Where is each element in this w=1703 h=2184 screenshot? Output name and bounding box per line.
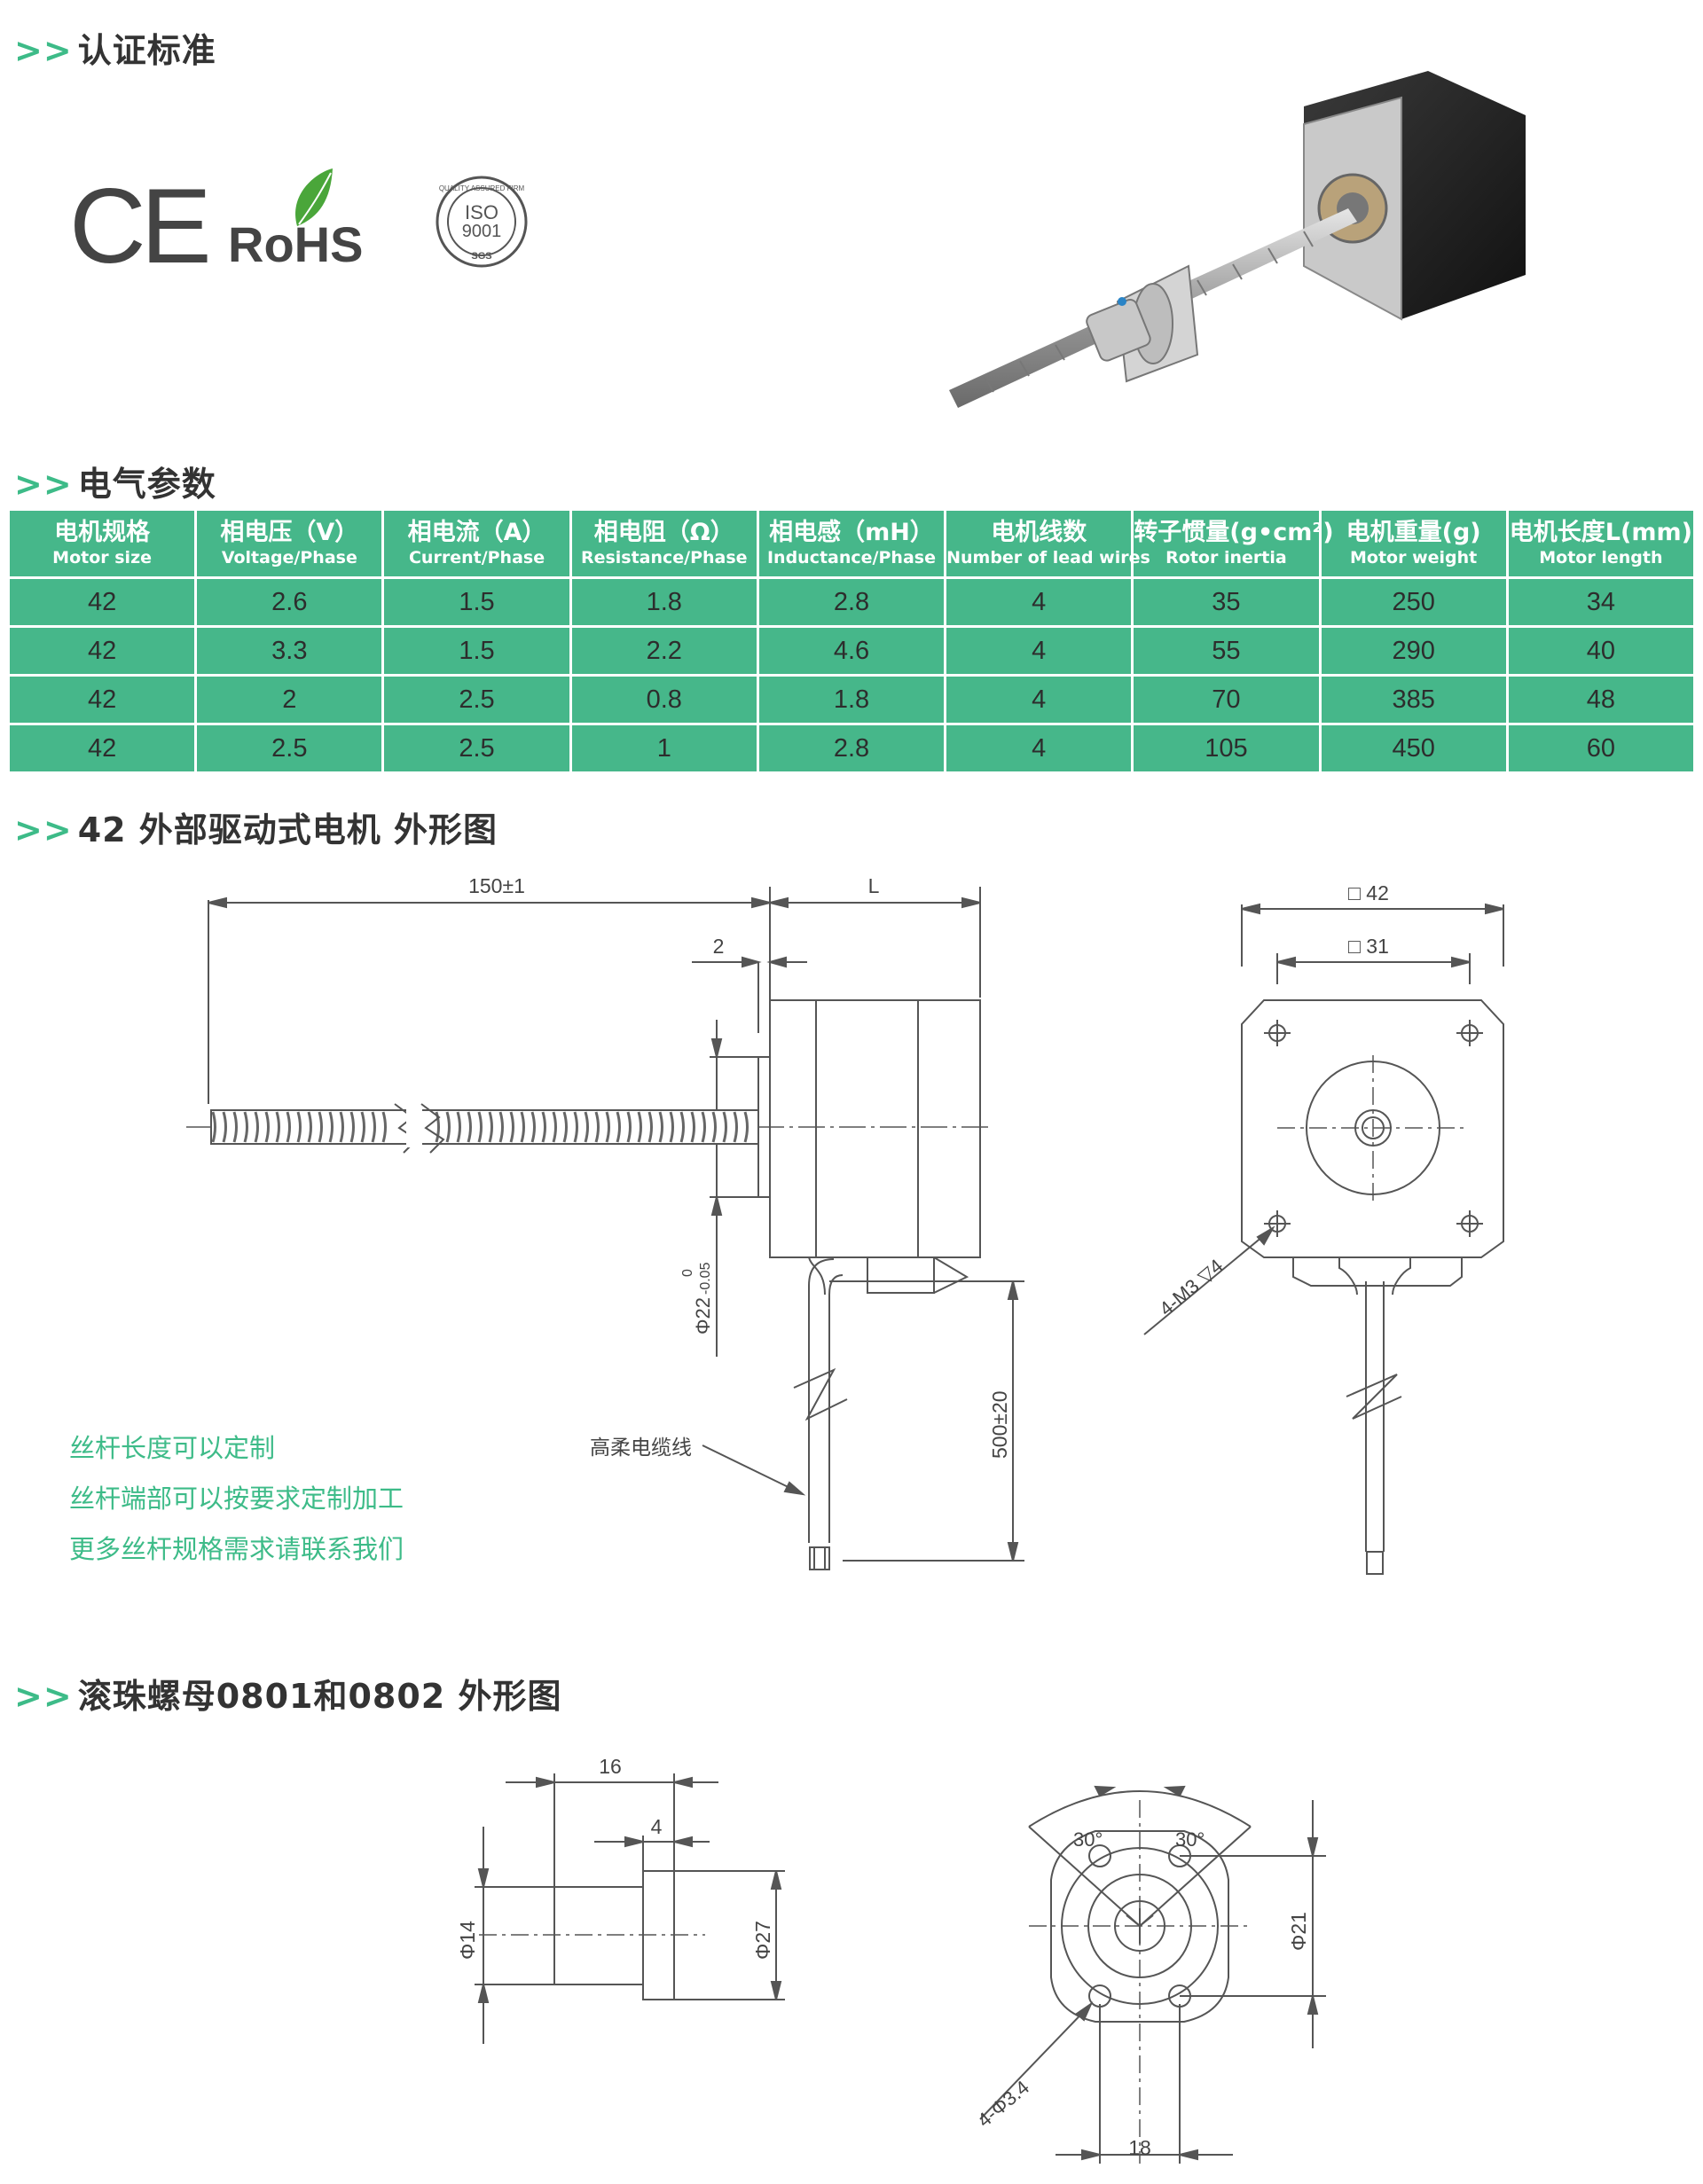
- table-header: 相电感（mH）Inductance/Phase: [756, 508, 947, 579]
- dim-4: 4: [651, 1815, 663, 1838]
- product-image-linear-stepper-motor: [931, 62, 1552, 429]
- table-cell: 70: [1131, 674, 1322, 725]
- table-cell: 3.3: [194, 625, 385, 677]
- table-cell: 4: [944, 723, 1134, 774]
- table-cell: 1.8: [756, 674, 947, 725]
- table-cell: 2: [194, 674, 385, 725]
- table-cell: 1.8: [569, 576, 759, 628]
- motor-outline-drawing: 150±1 L 2 Φ22 0 -0.05 500±20 高柔电缆线 □ 42 …: [186, 874, 1504, 1575]
- svg-text:RoHS: RoHS: [228, 216, 363, 270]
- dim-30-right: 30°: [1175, 1828, 1205, 1851]
- dim-phi27: Φ27: [751, 1921, 774, 1960]
- dim-phi14: Φ14: [456, 1921, 479, 1960]
- table-cell: 2.5: [381, 674, 572, 725]
- ce-logo: CE: [69, 167, 212, 286]
- dim-phi22-tol-bottom: -0.05: [698, 1262, 713, 1295]
- table-cell: 2.6: [194, 576, 385, 628]
- dim-16: 16: [599, 1755, 622, 1778]
- table-cell: 60: [1505, 723, 1697, 774]
- dim-2: 2: [713, 935, 725, 958]
- section-title-electrical: >>电气参数: [14, 465, 216, 504]
- customization-notes: 丝杆长度可以定制 丝杆端部可以按要求定制加工 更多丝杆规格需求请联系我们: [69, 1423, 404, 1575]
- table-cell: 290: [1318, 625, 1509, 677]
- dim-phi22: Φ22: [692, 1297, 714, 1335]
- table-cell: 2.5: [381, 723, 572, 774]
- table-cell: 42: [6, 674, 198, 725]
- note-line: 更多丝杆规格需求请联系我们: [69, 1534, 404, 1564]
- table-cell: 2.8: [756, 723, 947, 774]
- svg-text:9001: 9001: [462, 222, 502, 241]
- table-cell: 55: [1131, 625, 1322, 677]
- ball-nut-outline-drawing: 16 4 Φ14 Φ27 30° 30° Φ21 4-Φ3.4 18: [456, 1755, 1326, 2164]
- dim-150: 150±1: [468, 874, 525, 897]
- table-cell: 2.5: [194, 723, 385, 774]
- table-cell: 4: [944, 625, 1134, 677]
- section-title-nut-outline: >>滚珠螺母0801和0802 外形图: [14, 1677, 562, 1716]
- section-arrows: >>: [14, 31, 73, 70]
- dim-holes-phi3-4: 4-Φ3.4: [973, 2076, 1033, 2132]
- svg-text:QUALITY ASSURED FIRM: QUALITY ASSURED FIRM: [439, 184, 525, 192]
- dim-holes-m3: 4-M3 ▽4: [1155, 1255, 1227, 1320]
- rohs-logo: RoHS: [226, 164, 386, 274]
- table-cell: 35: [1131, 576, 1322, 628]
- table-cell: 1.5: [381, 625, 572, 677]
- dim-30-left: 30°: [1073, 1828, 1103, 1851]
- section-title-motor-outline: >>42 外部驱动式电机 外形图: [14, 810, 498, 849]
- dim-phi22-tol-top: 0: [680, 1269, 695, 1277]
- note-line: 丝杆端部可以按要求定制加工: [69, 1483, 404, 1514]
- table-cell: 2.2: [569, 625, 759, 677]
- table-header: 相电流（A）Current/Phase: [381, 508, 572, 579]
- dim-phi21: Φ21: [1287, 1912, 1310, 1951]
- table-cell: 42: [6, 576, 198, 628]
- cable-label: 高柔电缆线: [590, 1436, 692, 1459]
- table-header: 相电阻（Ω）Resistance/Phase: [569, 508, 759, 579]
- table-cell: 2.8: [756, 576, 947, 628]
- table-cell: 1.5: [381, 576, 572, 628]
- table-header: 电机长度L(mm)Motor length: [1505, 508, 1697, 579]
- table-cell: 4.6: [756, 625, 947, 677]
- svg-text:SGS: SGS: [471, 251, 491, 262]
- table-cell: 105: [1131, 723, 1322, 774]
- table-header: 相电压（V）Voltage/Phase: [194, 508, 385, 579]
- table-cell: 48: [1505, 674, 1697, 725]
- table-cell: 1: [569, 723, 759, 774]
- table-cell: 450: [1318, 723, 1509, 774]
- dim-18: 18: [1128, 2136, 1151, 2159]
- dim-500: 500±20: [988, 1390, 1011, 1459]
- table-cell: 0.8: [569, 674, 759, 725]
- table-cell: 4: [944, 674, 1134, 725]
- table-cell: 34: [1505, 576, 1697, 628]
- table-cell: 250: [1318, 576, 1509, 628]
- dim-square-31: □ 31: [1348, 935, 1389, 958]
- table-cell: 42: [6, 723, 198, 774]
- table-cell: 40: [1505, 625, 1697, 677]
- table-cell: 4: [944, 576, 1134, 628]
- note-line: 丝杆长度可以定制: [69, 1433, 276, 1463]
- iso-9001-seal: QUALITY ASSURED FIRM ISO 9001 SGS: [433, 173, 530, 274]
- table-cell: 385: [1318, 674, 1509, 725]
- table-header: 转子惯量(g•cm²)Rotor inertia: [1131, 508, 1334, 579]
- svg-text:ISO: ISO: [465, 201, 498, 223]
- dim-L: L: [868, 874, 880, 897]
- table-header: 电机重量(g)Motor weight: [1318, 508, 1509, 579]
- dim-square-42: □ 42: [1348, 881, 1389, 904]
- section-title-certification: >>认证标准: [14, 31, 216, 70]
- leaf-icon: [295, 168, 333, 226]
- table-cell: 42: [6, 625, 198, 677]
